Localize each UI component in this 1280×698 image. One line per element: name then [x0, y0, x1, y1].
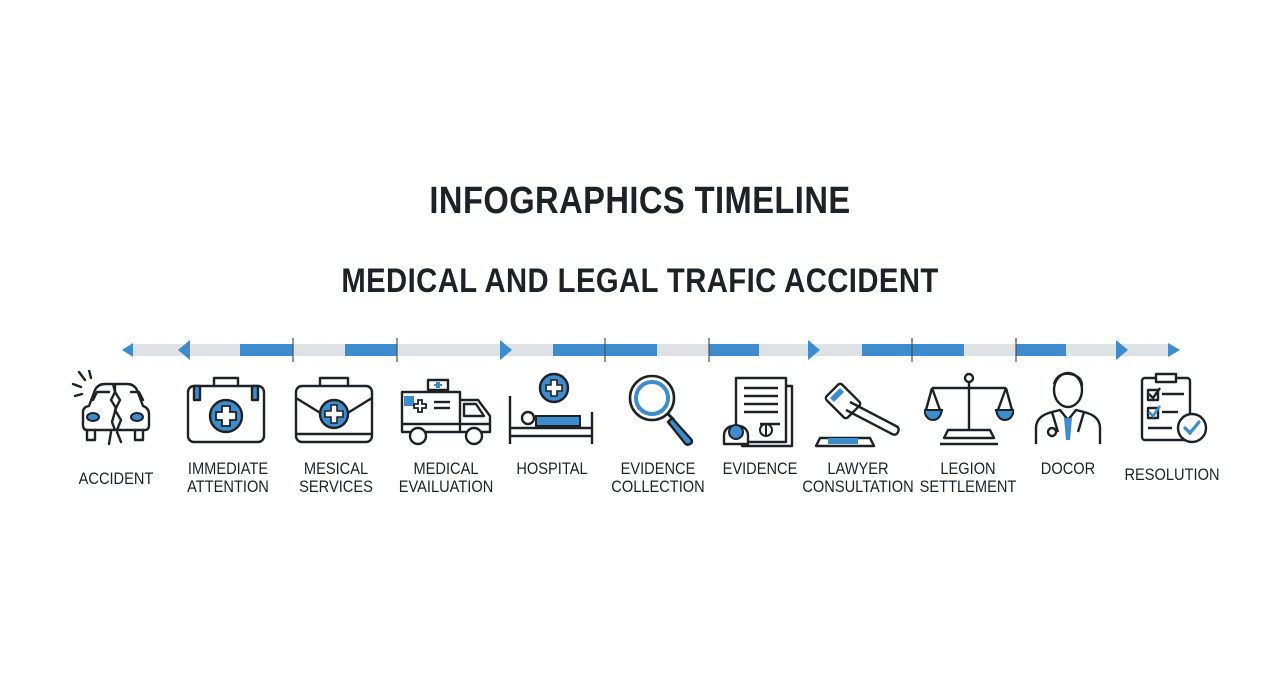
- page-title: INFOGRAPHICS TIMELINE: [429, 180, 851, 222]
- timeline-track: [122, 338, 1180, 362]
- document-seal-icon: [722, 376, 794, 448]
- scales-icon: [924, 372, 1014, 446]
- step-doctor: DOCOR: [1006, 366, 1130, 506]
- step-label: HOSPITAL: [516, 459, 588, 478]
- page-subtitle: MEDICAL AND LEGAL TRAFIC ACCIDENT: [341, 262, 939, 300]
- step-label: ACCIDENT: [78, 469, 154, 488]
- checklist-icon: [1140, 372, 1208, 444]
- step-label: RESOLUTION: [1124, 465, 1220, 484]
- step-label: EVIDENCE: [722, 459, 798, 478]
- step-hospital: HOSPITAL: [490, 366, 614, 506]
- first-aid-kit-icon: [186, 376, 266, 444]
- magnifier-icon: [628, 374, 694, 446]
- car-crash-icon: [71, 370, 151, 446]
- step-accident: ACCIDENT: [56, 366, 180, 506]
- ambulance-icon: [400, 378, 492, 446]
- step-label: DOCOR: [1040, 459, 1096, 478]
- gavel-icon: [814, 382, 900, 448]
- medical-bag-icon: [294, 376, 374, 444]
- step-evidence: EVIDENCE: [698, 366, 822, 506]
- hospital-bed-icon: [508, 372, 594, 444]
- doctor-icon: [1034, 371, 1102, 444]
- step-resolution: RESOLUTION: [1110, 366, 1234, 506]
